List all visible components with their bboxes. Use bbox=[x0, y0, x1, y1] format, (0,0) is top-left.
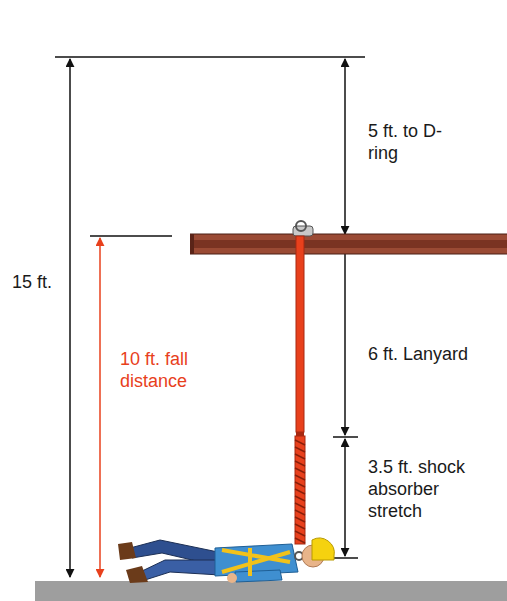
ground bbox=[35, 581, 507, 601]
lanyard bbox=[296, 236, 304, 436]
shock-absorber bbox=[295, 436, 305, 544]
absorber-twist bbox=[295, 517, 305, 522]
tick-line bbox=[333, 436, 358, 438]
anchor-clamp bbox=[293, 221, 313, 236]
absorber-twist bbox=[295, 454, 305, 459]
dimension-label: 3.5 ft. shock absorber stretch bbox=[368, 456, 493, 522]
absorber-twist bbox=[295, 524, 305, 529]
absorber-twist bbox=[295, 468, 305, 473]
dimension-arrow bbox=[69, 59, 71, 577]
dimension-arrow bbox=[344, 439, 346, 556]
dimension-arrow bbox=[344, 59, 346, 234]
dimension-label: 15 ft. bbox=[12, 271, 64, 293]
tick-line bbox=[333, 557, 358, 559]
dimension-label: 6 ft. Lanyard bbox=[368, 343, 503, 365]
reference-line bbox=[90, 235, 172, 237]
absorber-twist bbox=[295, 531, 305, 536]
absorber-twist bbox=[295, 482, 305, 487]
absorber-twist bbox=[295, 489, 305, 494]
absorber-twist bbox=[295, 461, 305, 466]
absorber-twist bbox=[295, 447, 305, 452]
dimension-arrow bbox=[344, 239, 346, 435]
absorber-twist bbox=[295, 503, 305, 508]
dimension-label: 5 ft. to D-ring bbox=[368, 120, 458, 164]
i-beam bbox=[190, 234, 507, 254]
dimension-arrow bbox=[99, 238, 101, 577]
absorber-twist bbox=[295, 510, 305, 515]
absorber-twist bbox=[295, 440, 305, 445]
absorber-twist bbox=[295, 538, 305, 543]
absorber-twist bbox=[295, 475, 305, 480]
reference-line bbox=[55, 56, 365, 58]
absorber-twist bbox=[295, 496, 305, 501]
worker bbox=[118, 538, 334, 583]
fall-distance-label: 10 ft. fall distance bbox=[120, 348, 230, 392]
